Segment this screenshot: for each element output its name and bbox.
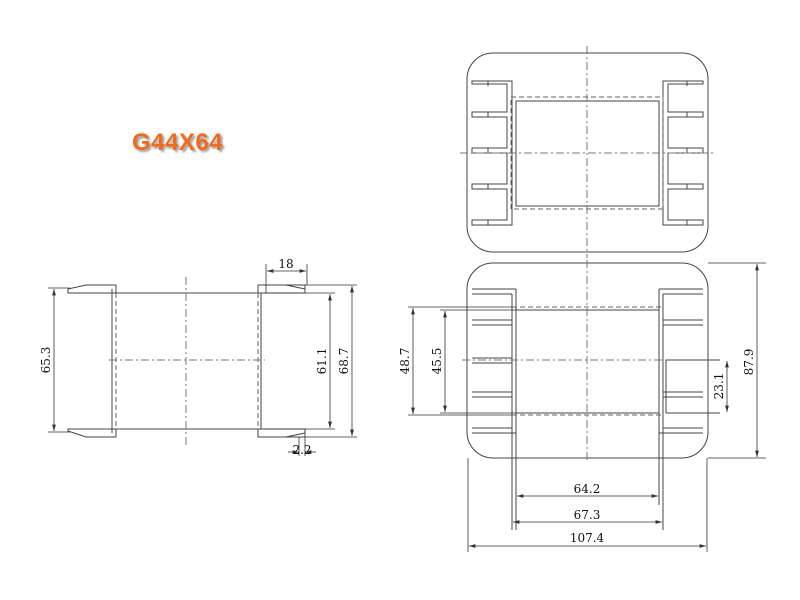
top-view [460, 46, 716, 258]
side-flange-bottom-right [257, 428, 306, 438]
dim-67-3: 67.3 [574, 508, 601, 522]
side-hidden-lines [115, 293, 259, 429]
dim-45-5: 45.5 [430, 348, 444, 375]
side-view: 65.3 61.1 68.7 18 2.2 [39, 257, 357, 457]
part-title: G44X64 [132, 129, 224, 156]
dim-64-2: 64.2 [574, 482, 601, 496]
front-right-pins [659, 288, 703, 434]
dim-68-7: 68.7 [337, 348, 351, 375]
side-flange-top-right [257, 284, 306, 294]
dim-61-1: 61.1 [315, 348, 329, 375]
top-left-pins [471, 80, 513, 226]
dim-2-2: 2.2 [292, 443, 311, 457]
front-bobbin-walls [511, 289, 664, 530]
side-body [111, 289, 262, 433]
front-left-pins [472, 288, 516, 434]
dim-48-7: 48.7 [398, 348, 412, 375]
dim-65-3: 65.3 [39, 347, 53, 374]
dim-23-1: 23.1 [712, 373, 726, 400]
side-flange-top-left [67, 284, 117, 294]
dim-18: 18 [278, 257, 293, 271]
front-step [665, 359, 720, 414]
side-flange-bottom-left [67, 428, 117, 438]
dim-87-9: 87.9 [742, 349, 756, 376]
dim-107-4: 107.4 [570, 531, 605, 545]
front-view: 87.9 23.1 48.7 45.5 64.2 67.3 107.4 [398, 260, 766, 552]
